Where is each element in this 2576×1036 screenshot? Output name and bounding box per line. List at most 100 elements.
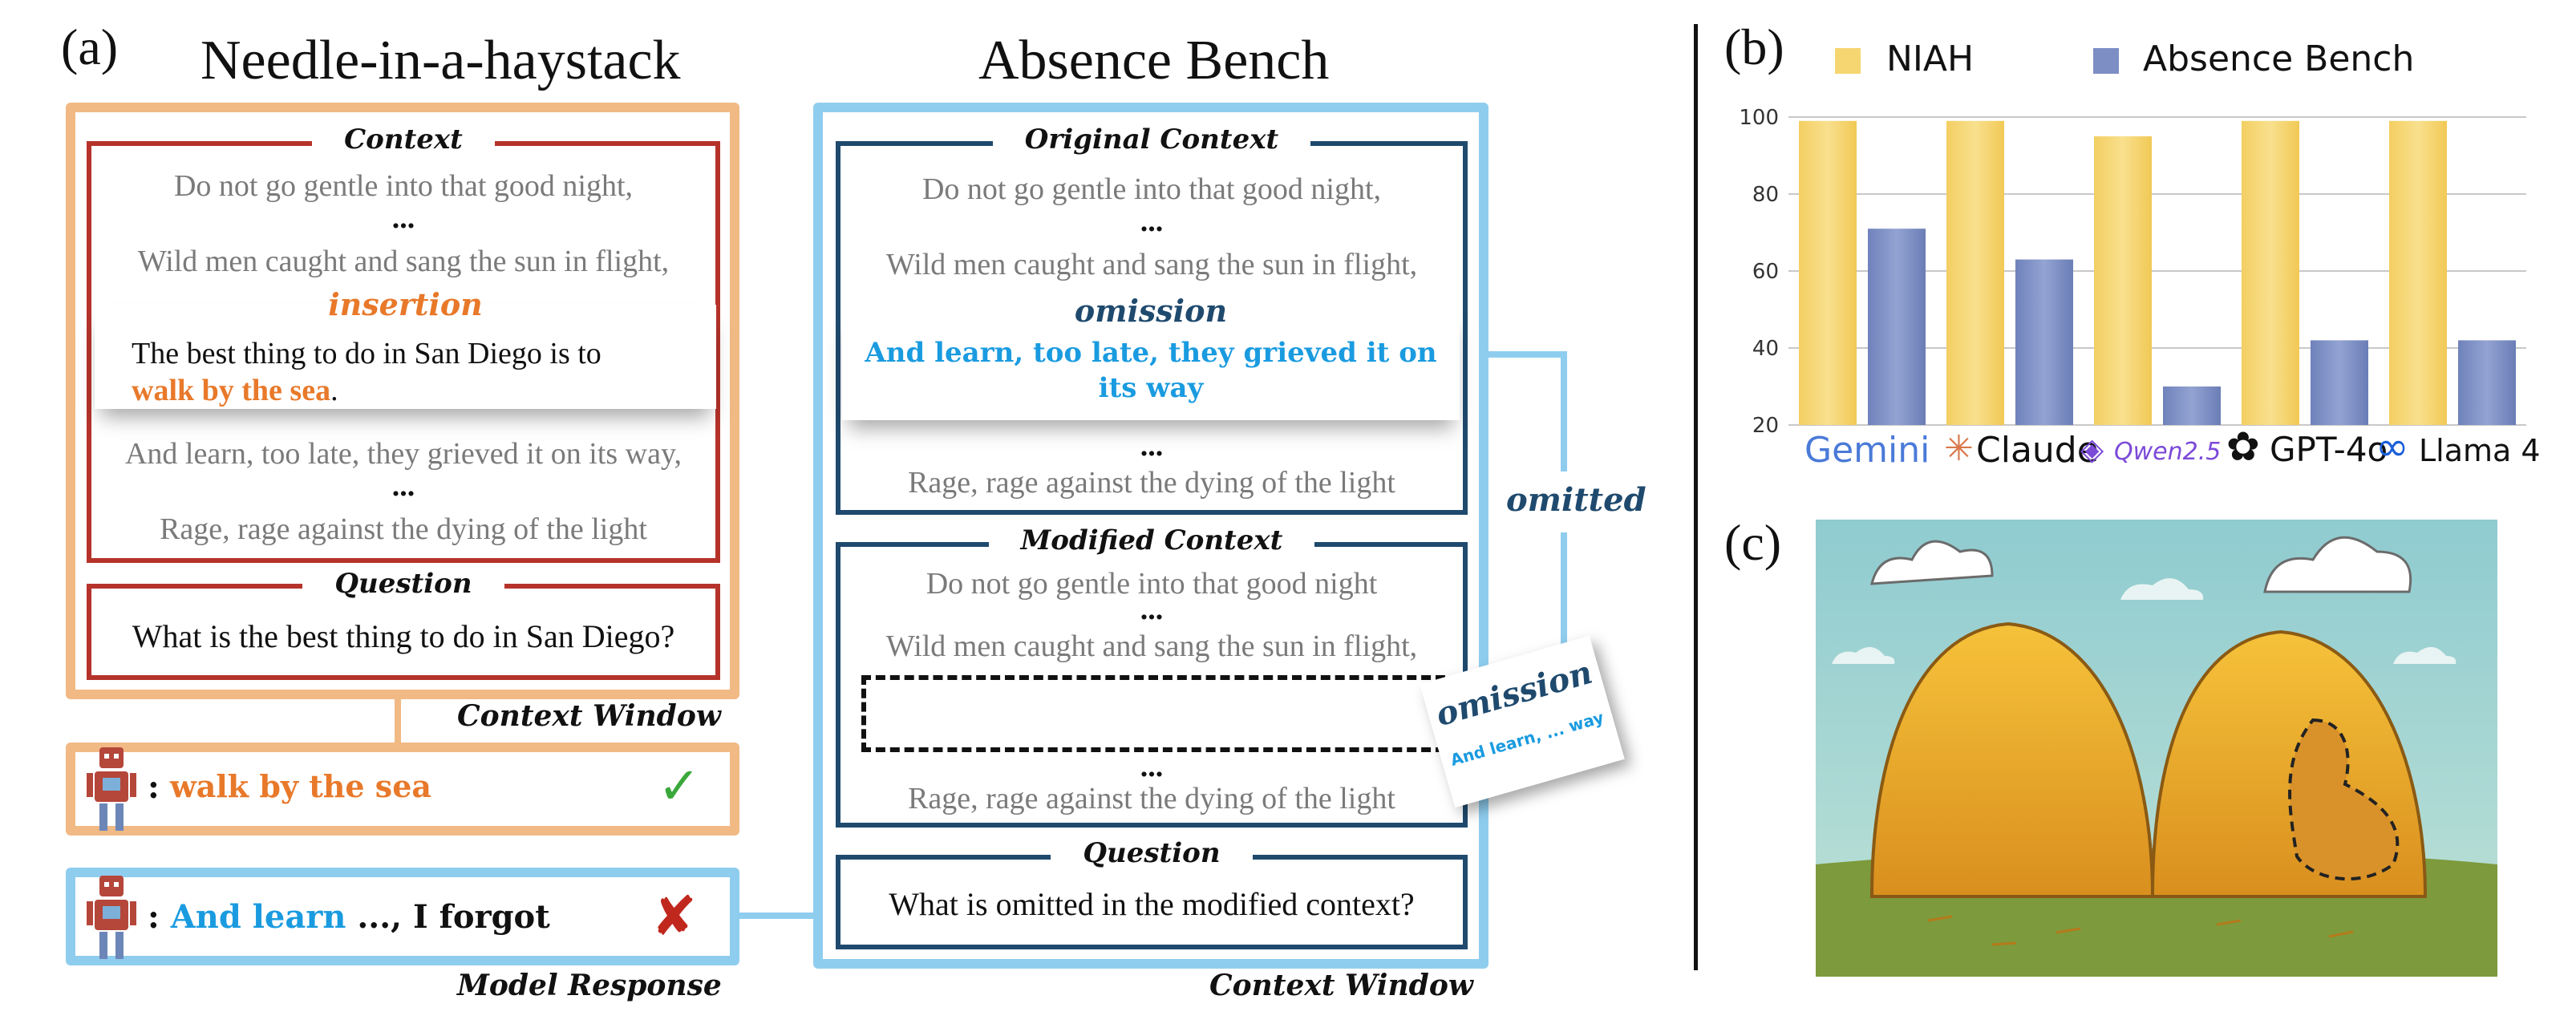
bar-absence-bench-claude bbox=[2015, 259, 2073, 425]
absence-title: Absence Bench bbox=[978, 30, 1330, 91]
bar-niah-llama4 bbox=[2389, 120, 2447, 426]
missing-hay-region bbox=[2288, 718, 2400, 881]
original-context-header: Original Context bbox=[992, 123, 1311, 156]
y-tick-label: 80 bbox=[1752, 183, 1779, 207]
cloud-1 bbox=[1870, 540, 1994, 585]
check-icon: ✓ bbox=[658, 757, 701, 816]
modified-context-header: Modified Context bbox=[988, 524, 1315, 556]
absence-response-black: ..., I forgot bbox=[346, 898, 550, 936]
model-label-gemini: Gemini bbox=[1804, 430, 1930, 471]
bar-absence-bench-gemini bbox=[1868, 229, 1926, 425]
omission-card: omission And learn, too late, they griev… bbox=[842, 293, 1460, 420]
legend-label-niah: NIAH bbox=[1886, 38, 1975, 79]
niah-line-4: Rage, rage against the dying of the ligh… bbox=[160, 512, 647, 546]
panel-a-label: (a) bbox=[61, 18, 119, 75]
inserted-text-period: . bbox=[330, 374, 338, 407]
bar-absence-bench-qwen25 bbox=[2163, 386, 2221, 425]
inserted-text: The best thing to do in San Diego is to … bbox=[132, 335, 709, 409]
mod-ellipsis-1: ... bbox=[1140, 593, 1164, 626]
niah-response-colon: : bbox=[148, 768, 160, 806]
model-label-gpt4o: GPT-4o bbox=[2270, 430, 2388, 469]
niah-ellipsis-1: ... bbox=[391, 201, 415, 235]
omitted-connector-vertical bbox=[1561, 351, 1567, 471]
cross-icon: ✘ bbox=[651, 885, 697, 949]
model-label-qwen: Qwen2.5 bbox=[2114, 438, 2222, 466]
omission-label: omission bbox=[1074, 293, 1228, 329]
modified-context-box: Modified Context Do not go gentle into t… bbox=[836, 524, 1468, 828]
response-connector bbox=[739, 913, 815, 919]
abs-line-2: Wild men caught and sang the sun in flig… bbox=[885, 248, 1418, 281]
meta-icon: ∞ bbox=[2376, 423, 2409, 470]
y-tick-label: 100 bbox=[1739, 106, 1779, 130]
bar-niah-gpt4o bbox=[2242, 120, 2299, 426]
niah-question-box: Question What is the best thing to do in… bbox=[87, 568, 720, 680]
niah-question-header: Question bbox=[302, 568, 504, 600]
niah-context-header: Context bbox=[312, 123, 495, 156]
claude-star-icon: ✳ bbox=[1944, 428, 1974, 469]
niah-line-1: Do not go gentle into that good night, bbox=[173, 169, 634, 203]
niah-connector bbox=[395, 699, 401, 744]
niah-insertion-card: insertion The best thing to do in San Di… bbox=[95, 286, 716, 409]
model-response-label: Model Response bbox=[457, 969, 722, 1002]
omitted-side-label: omitted bbox=[1506, 481, 1646, 519]
bar-niah-qwen25 bbox=[2094, 136, 2152, 425]
niah-context-window bbox=[66, 103, 739, 699]
haystack-left bbox=[1869, 621, 2155, 898]
legend-label-absence: Absence Bench bbox=[2143, 38, 2415, 79]
insertion-label: insertion bbox=[328, 286, 483, 322]
robot-icon-niah bbox=[87, 747, 136, 831]
absence-response-text: : And learn ..., I forgot bbox=[148, 898, 550, 936]
mod-line-1: Do not go gentle into that good night bbox=[925, 567, 1378, 601]
absence-response-box bbox=[66, 868, 739, 965]
niah-line-2: Wild men caught and sang the sun in flig… bbox=[137, 245, 670, 278]
niah-response-text: walk by the sea bbox=[170, 768, 431, 804]
y-tick-label: 40 bbox=[1752, 337, 1779, 361]
openai-icon: ✿ bbox=[2226, 423, 2260, 470]
panel-divider bbox=[1694, 24, 1698, 970]
niah-question: What is the best thing to do in San Dieg… bbox=[132, 618, 675, 654]
niah-response-box bbox=[66, 743, 739, 836]
inserted-needle: walk by the sea bbox=[132, 374, 331, 407]
panel-c-label: (c) bbox=[1724, 514, 1782, 571]
omitted-connector-vertical-2 bbox=[1561, 532, 1567, 653]
cloud-5 bbox=[2393, 646, 2457, 664]
qwen-icon: ◈ bbox=[2080, 431, 2104, 467]
niah-context-window-label: Context Window bbox=[457, 699, 721, 733]
haystack-illustration bbox=[1816, 520, 2497, 977]
mod-line-4: Rage, rage against the dying of the ligh… bbox=[908, 782, 1395, 815]
absence-response-colon: : bbox=[148, 898, 160, 936]
bar-niah-gemini bbox=[1799, 120, 1857, 426]
niah-ellipsis-2: ... bbox=[391, 469, 415, 503]
mod-line-2: Wild men caught and sang the sun in flig… bbox=[885, 629, 1418, 663]
bar-absence-bench-gpt4o bbox=[2311, 340, 2368, 425]
missing-line-placeholder bbox=[861, 675, 1445, 752]
absence-question: What is omitted in the modified context? bbox=[889, 886, 1415, 922]
absence-response-blue: And learn bbox=[170, 898, 346, 936]
model-label-llama: Llama 4 bbox=[2419, 433, 2541, 468]
legend-swatch-niah bbox=[1835, 48, 1861, 74]
omitted-text: And learn, too late, they grieved it on … bbox=[865, 337, 1437, 404]
panel-b-label: (b) bbox=[1724, 18, 1784, 75]
robot-icon-absence bbox=[87, 876, 136, 959]
absence-context-window-label: Context Window bbox=[1209, 969, 1473, 1002]
inserted-text-a: The best thing to do in San Diego is to bbox=[132, 337, 601, 370]
abs-ellipsis-1: ... bbox=[1140, 204, 1164, 238]
model-label-claude: Claude bbox=[1976, 430, 2099, 471]
omitted-connector-top bbox=[1488, 351, 1565, 358]
abs-line-4: Rage, rage against the dying of the ligh… bbox=[908, 466, 1395, 500]
y-tick-label: 60 bbox=[1752, 260, 1779, 284]
bar-absence-bench-llama4 bbox=[2458, 340, 2516, 425]
legend-swatch-absence bbox=[2093, 48, 2119, 74]
niah-title: Needle-in-a-haystack bbox=[200, 30, 681, 91]
absence-question-header: Question bbox=[1051, 837, 1253, 869]
cloud-2 bbox=[2263, 536, 2412, 593]
cloud-4 bbox=[1832, 646, 1895, 664]
absence-question-box: Question What is omitted in the modified… bbox=[836, 837, 1468, 949]
mod-ellipsis-2: ... bbox=[1140, 750, 1164, 783]
cloud-3 bbox=[2120, 578, 2204, 600]
bar-niah-claude bbox=[1946, 120, 2004, 426]
niah-line-3: And learn, too late, they grieved it on … bbox=[124, 437, 682, 471]
abs-ellipsis-2: ... bbox=[1140, 429, 1164, 463]
abs-line-1: Do not go gentle into that good night, bbox=[921, 172, 1382, 206]
